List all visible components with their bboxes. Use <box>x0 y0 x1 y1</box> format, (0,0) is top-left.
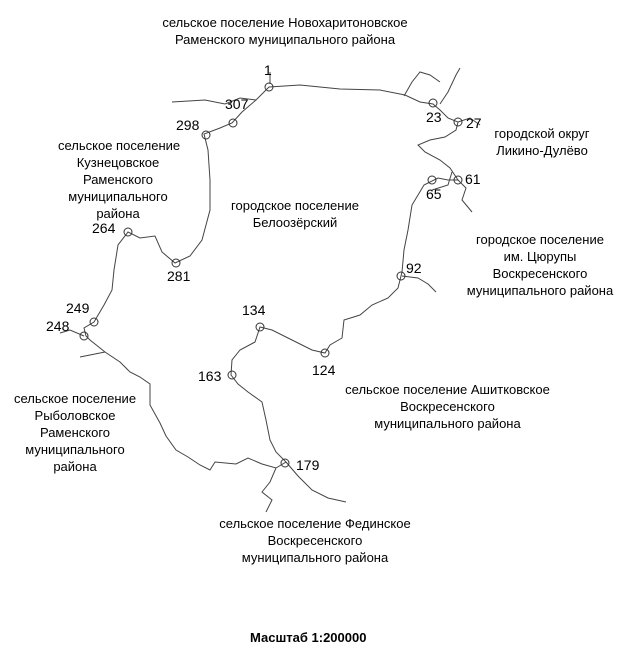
point-marker-163 <box>227 370 237 380</box>
point-label-61: 61 <box>465 171 481 187</box>
point-label-27: 27 <box>466 115 482 131</box>
point-marker-27 <box>453 117 463 127</box>
boundary-branch <box>457 179 473 213</box>
point-marker-298 <box>201 130 211 140</box>
region-label-rybolovskoe: сельское поселение Рыболовское Раменског… <box>13 391 137 474</box>
boundary-branch <box>261 467 277 513</box>
point-label-65: 65 <box>426 186 442 202</box>
boundary-branch <box>431 171 453 191</box>
point-label-307: 307 <box>225 96 249 112</box>
point-label-134: 134 <box>242 302 266 318</box>
region-label-tsyurupy: городское поселение им. Цюрупы Воскресен… <box>466 232 614 298</box>
boundary-branch <box>439 67 461 105</box>
point-marker-124 <box>320 348 330 358</box>
point-marker-281 <box>171 258 181 268</box>
turning-points <box>79 82 463 468</box>
region-label-kuznetsovskoe: сельское поселение Кузнецовское Раменско… <box>58 138 181 221</box>
point-label-23: 23 <box>426 109 442 125</box>
point-label-249: 249 <box>66 300 90 316</box>
point-marker-134 <box>255 322 265 332</box>
point-marker-1 <box>264 82 274 92</box>
point-marker-264 <box>123 227 133 237</box>
point-label-124: 124 <box>312 362 336 378</box>
point-label-163: 163 <box>198 368 222 384</box>
point-label-264: 264 <box>92 220 116 236</box>
region-label-novokharitonovskoe: сельское поселение Новохаритоновское Рам… <box>162 15 408 47</box>
point-marker-248 <box>79 331 89 341</box>
boundary-branch <box>401 275 437 293</box>
point-marker-249 <box>89 317 99 327</box>
point-marker-92 <box>396 271 406 281</box>
region-label-likino-dulevo: городской округ Ликино-Дулёво <box>494 126 590 158</box>
point-marker-307 <box>228 118 238 128</box>
point-marker-65 <box>427 175 437 185</box>
point-label-1: 1 <box>264 62 272 78</box>
point-label-298: 298 <box>176 117 200 133</box>
point-label-179: 179 <box>296 457 320 473</box>
boundary-branch <box>79 351 106 358</box>
point-marker-61 <box>453 175 463 185</box>
boundary-branch <box>285 461 347 503</box>
region-label-beloozersky: городское поселение Белоозёрский <box>231 198 359 230</box>
point-label-248: 248 <box>46 318 70 334</box>
point-label-281: 281 <box>167 268 191 284</box>
region-label-ashitkovskoe: сельское поселение Ашитковское Воскресен… <box>345 382 550 431</box>
boundary-branch <box>59 329 85 337</box>
point-marker-179 <box>280 458 290 468</box>
point-label-92: 92 <box>406 260 422 276</box>
map-scale: Масштаб 1:200000 <box>250 630 367 645</box>
boundary-branch <box>403 71 441 97</box>
boundary-branch <box>171 97 257 105</box>
region-label-fedinskoe: сельское поселение Фединское Воскресенск… <box>219 516 411 565</box>
point-marker-23 <box>428 98 438 108</box>
